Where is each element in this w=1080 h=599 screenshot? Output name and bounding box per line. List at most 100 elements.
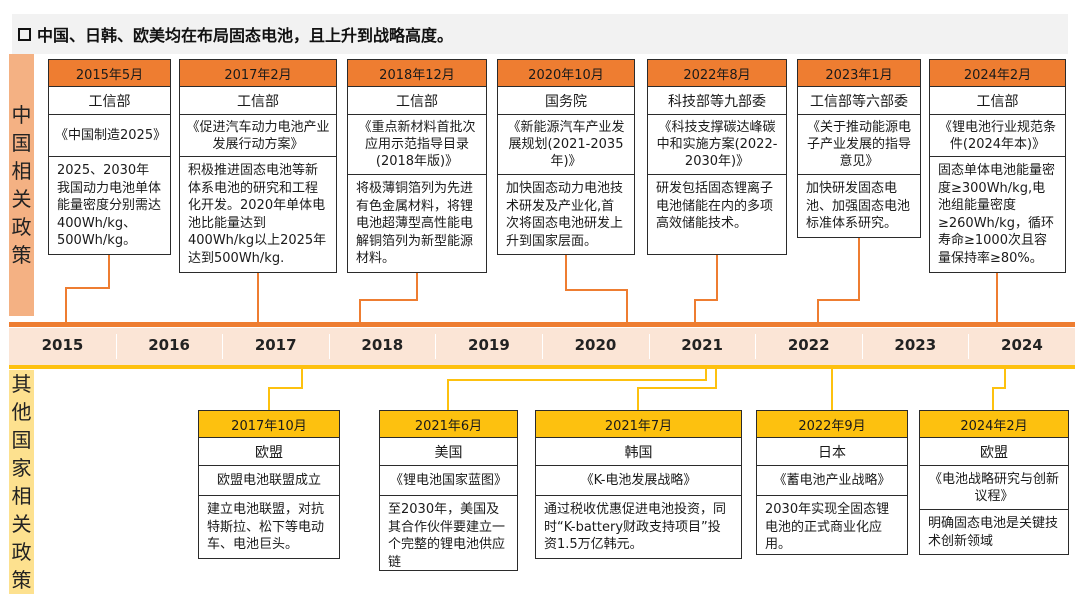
year-divider (861, 334, 863, 359)
china-side-label-char: 中 (11, 103, 32, 127)
china-policy-card-org: 工信部 (348, 87, 486, 115)
china-policy-card-document: 《关于推动能源电子产业发展的指导意见》 (798, 115, 920, 175)
china-policy-card-org: 工信部等六部委 (798, 87, 920, 115)
china-policy-card-date: 2020年10月 (498, 60, 634, 87)
year-divider (115, 334, 117, 359)
other-side-label-char: 关 (11, 512, 32, 536)
year-label-2022: 2022 (787, 336, 830, 354)
china-policy-card-org: 国务院 (498, 87, 634, 115)
china-policy-card-date: 2022年8月 (648, 60, 786, 87)
china-policy-card-description: 研发包括固态锂离子电池储能在内的多项高效储能技术。 (656, 181, 774, 231)
china-policy-card-org: 工信部 (180, 87, 336, 115)
square-bullet-icon (18, 27, 31, 41)
year-divider (328, 334, 330, 359)
china-policy-side-label: 中国相关政策 (9, 54, 34, 316)
connector-line (447, 369, 707, 410)
year-label-2015: 2015 (41, 336, 84, 354)
year-divider (435, 334, 437, 359)
year-label-2018: 2018 (361, 336, 404, 354)
other-policy-card-date: 2021年7月 (536, 411, 741, 438)
year-label-2017: 2017 (254, 336, 297, 354)
other-side-label-char: 相 (11, 484, 32, 508)
china-policy-card-document: 《促进汽车动力电池产业发展行动方案》 (180, 115, 336, 157)
china-policy-card: 2023年1月工信部等六部委《关于推动能源电子产业发展的指导意见》加快研发固态电… (797, 59, 921, 238)
china-policy-card: 2020年10月国务院《新能源汽车产业发展规划(2021-2035年)》加快固态… (497, 59, 635, 255)
china-policy-card-document: 《新能源汽车产业发展规划(2021-2035年)》 (498, 115, 634, 175)
other-policy-card-description: 明确固态电池是关键技术创新领域 (928, 516, 1059, 549)
other-policy-card-date: 2024年2月 (920, 411, 1068, 438)
china-policy-card: 2018年12月工信部《重点新材料首批次应用示范指导目录(2018年版)》将极薄… (347, 59, 487, 273)
axis-bottom-line (9, 365, 1075, 369)
year-divider (222, 334, 224, 359)
year-divider (755, 334, 757, 359)
title-bar: 中国、日韩、欧美均在布局固态电池，且上升到战略高度。 (12, 14, 1068, 54)
year-label-2016: 2016 (148, 336, 190, 354)
connector-line (268, 369, 303, 410)
china-policy-card-description: 积极推进固态电池等新体系电池的研究和工程化开发。2020年单体电池比能量达到40… (188, 163, 327, 266)
china-policy-card: 2024年2月工信部《锂电池行业规范条件(2024年本)》固态单体电池能量密度≥… (929, 59, 1066, 273)
axis-top-line (9, 322, 1075, 327)
other-side-label-char: 他 (11, 400, 32, 424)
year-label-2020: 2020 (574, 336, 617, 354)
other-policy-card: 2024年2月欧盟《电池战略研究与创新议程》明确固态电池是关键技术创新领域 (919, 410, 1069, 555)
china-policy-card: 2017年2月工信部《促进汽车动力电池产业发展行动方案》积极推进固态电池等新体系… (179, 59, 337, 273)
china-policy-card-document: 《重点新材料首批次应用示范指导目录(2018年版)》 (348, 115, 486, 175)
connector-line (565, 255, 628, 323)
other-policy-card-document: 欧盟电池联盟成立 (199, 466, 339, 496)
other-policy-side-label: 其他国家相关政策 (9, 370, 34, 594)
china-policy-card-description: 加快固态动力电池技术研发及产业化,首次将固态电池研发上升到国家层面。 (506, 181, 624, 249)
other-side-label-char: 策 (11, 568, 32, 592)
other-policy-card-org: 欧盟 (920, 438, 1068, 466)
other-policy-card: 2021年6月美国《锂电池国家蓝图》至2030年，美国及其合作伙伴要建立一个完整… (379, 410, 518, 571)
connector-line (817, 238, 860, 323)
other-side-label-char: 其 (11, 372, 32, 396)
china-policy-card-document: 《锂电池行业规范条件(2024年本)》 (930, 115, 1065, 157)
china-policy-card-document: 《科技支撑碳达峰碳中和实施方案(2022-2030年)》 (648, 115, 786, 175)
china-policy-card-date: 2018年12月 (348, 60, 486, 87)
other-policy-card: 2021年7月韩国《K-电池发展战略》通过税收优惠促进电池投资，同时“K-bat… (535, 410, 742, 559)
china-policy-card-org: 工信部 (930, 87, 1065, 115)
other-policy-card-date: 2021年6月 (380, 411, 517, 438)
china-policy-card-description: 加快研发固态电池、加强固态电池标准体系研究。 (806, 181, 911, 231)
year-label-2019: 2019 (468, 336, 510, 354)
other-policy-card-document: 《蓄电池产业战略》 (757, 466, 907, 496)
year-label-2024: 2024 (1001, 336, 1043, 354)
china-side-label-char: 关 (11, 187, 32, 211)
page-title: 中国、日韩、欧美均在布局固态电池，且上升到战略高度。 (37, 26, 454, 45)
china-policy-card-date: 2015年5月 (49, 60, 170, 87)
china-side-label-char: 策 (11, 243, 32, 267)
other-policy-card-description: 2030年实现全固态锂电池的正式商业化应用。 (765, 502, 890, 552)
china-side-label-char: 相 (11, 159, 32, 183)
china-policy-card-date: 2023年1月 (798, 60, 920, 87)
other-policy-card-org: 韩国 (536, 438, 741, 466)
china-policy-card-date: 2017年2月 (180, 60, 336, 87)
other-policy-card: 2022年9月日本《蓄电池产业战略》2030年实现全固态锂电池的正式商业化应用。 (756, 410, 908, 555)
china-policy-card-description: 固态单体电池能量密度≥300Wh/kg,电池组能量密度≥260Wh/kg，循环寿… (938, 163, 1056, 266)
china-side-label-char: 国 (11, 131, 32, 155)
china-policy-card-description: 将极薄铜箔列为先进有色金属材料，将锂电池超薄型高性能电解铜箔列为新型能源材料。 (356, 181, 474, 266)
other-policy-card-org: 美国 (380, 438, 517, 466)
china-side-label-char: 政 (11, 215, 32, 239)
connector-line (992, 369, 1006, 410)
connector-line (359, 273, 418, 323)
china-policy-card-document: 《中国制造2025》 (49, 115, 170, 157)
year-label-2021: 2021 (681, 336, 723, 354)
year-divider (648, 334, 650, 359)
connector-line (637, 369, 717, 410)
china-policy-card: 2022年8月科技部等九部委《科技支撑碳达峰碳中和实施方案(2022-2030年… (647, 59, 787, 255)
other-policy-card: 2017年10月欧盟欧盟电池联盟成立建立电池联盟，对抗特斯拉、松下等电动车、电池… (198, 410, 340, 559)
other-policy-card-document: 《K-电池发展战略》 (536, 466, 741, 496)
year-divider (968, 334, 970, 359)
other-policy-card-description: 通过税收优惠促进电池投资，同时“K-battery财政支持项目”投资1.5万亿韩… (544, 502, 727, 552)
china-policy-card: 2015年5月工信部《中国制造2025》2025、2030年我国动力电池单体能量… (48, 59, 171, 255)
other-policy-card-description: 至2030年，美国及其合作伙伴要建立一个完整的锂电池供应链 (388, 502, 506, 570)
year-divider (542, 334, 543, 359)
year-label-2023: 2023 (894, 336, 937, 354)
other-policy-card-document: 《锂电池国家蓝图》 (380, 466, 517, 496)
china-policy-card-date: 2024年2月 (930, 60, 1065, 87)
other-side-label-char: 国 (11, 428, 32, 452)
china-policy-card-description: 2025、2030年我国动力电池单体能量密度分别需达400Wh/kg、500Wh… (57, 163, 162, 248)
other-policy-card-description: 建立电池联盟，对抗特斯拉、松下等电动车、电池巨头。 (207, 502, 325, 552)
other-policy-card-org: 日本 (757, 438, 907, 466)
other-side-label-char: 政 (11, 540, 32, 564)
